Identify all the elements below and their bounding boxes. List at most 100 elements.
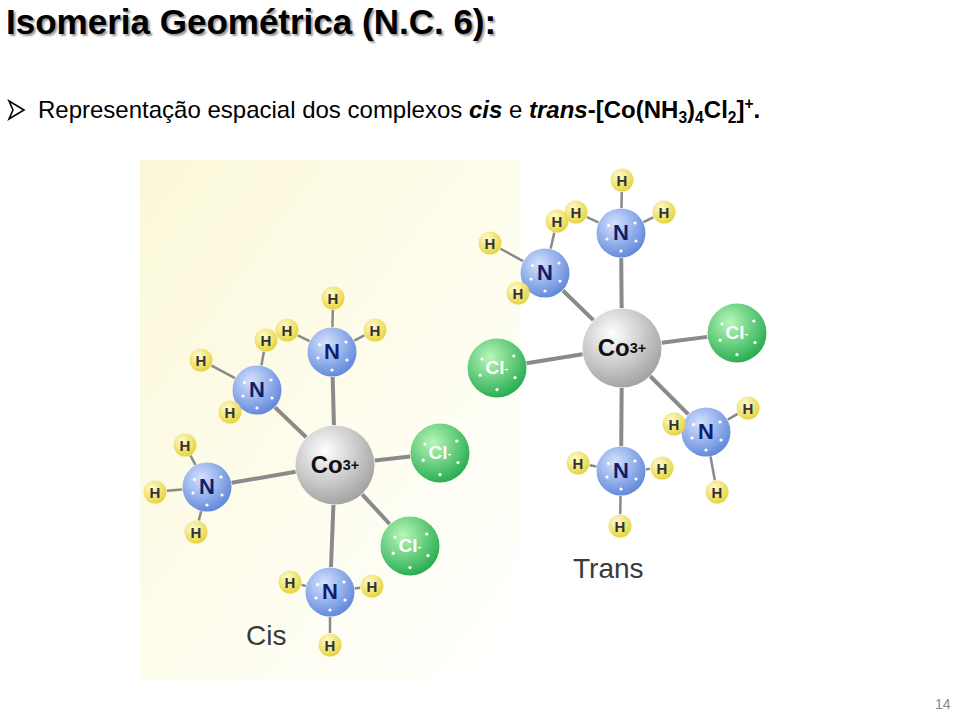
- chemical-bond: [662, 337, 708, 343]
- chemical-bond: [333, 377, 334, 425]
- atom-symbol: Co3+: [582, 308, 662, 388]
- chemical-bond: [167, 489, 182, 490]
- hydrogen-atom: H: [652, 200, 676, 224]
- chemical-bond: [354, 335, 364, 340]
- chemical-bond: [643, 217, 653, 222]
- chemical-bond: [331, 310, 334, 327]
- hydrogen-atom: H: [608, 514, 632, 538]
- atom-symbol: H: [218, 400, 242, 424]
- atom-symbol: H: [566, 451, 590, 475]
- atom-symbol: N: [596, 446, 646, 496]
- atom-symbol: N: [307, 327, 357, 377]
- atom-symbol: Cl-: [707, 303, 767, 363]
- atom-symbol: N: [596, 208, 646, 258]
- atom-symbol: H: [652, 200, 676, 224]
- atom-symbol: H: [275, 318, 299, 342]
- atom-symbol: N: [182, 462, 232, 512]
- hydrogen-atom: H: [173, 433, 197, 457]
- atom-symbol: H: [360, 574, 384, 598]
- hydrogen-atom: H: [218, 400, 242, 424]
- chemical-bond: [563, 290, 593, 320]
- chloride-atom: Cl-: [410, 423, 470, 483]
- hydrogen-atom: H: [650, 456, 674, 480]
- atom-symbol: H: [736, 396, 760, 420]
- hydrogen-atom: H: [318, 633, 342, 657]
- chemical-bond: [362, 494, 389, 524]
- hydrogen-atom: H: [545, 209, 569, 233]
- chloride-atom: Cl-: [467, 338, 527, 398]
- atom-symbol: H: [545, 209, 569, 233]
- chemical-bond: [650, 376, 688, 414]
- atom-symbol: H: [143, 480, 167, 504]
- chemical-bond: [590, 465, 597, 466]
- chemical-bond: [620, 192, 623, 208]
- chemical-bond: [551, 233, 555, 249]
- hydrogen-atom: H: [662, 412, 686, 436]
- hydrogen-atom: H: [736, 396, 760, 420]
- atom-symbol: Cl-: [380, 516, 440, 576]
- isomer-label: Cis: [246, 620, 286, 652]
- atom-symbol: H: [278, 570, 302, 594]
- hydrogen-atom: H: [278, 570, 302, 594]
- chemical-bond: [501, 249, 524, 261]
- chemical-bond: [527, 354, 583, 363]
- atom-symbol: H: [321, 286, 345, 310]
- chemical-bond: [191, 456, 196, 465]
- atom-symbol: Cl-: [410, 423, 470, 483]
- chemical-bond: [275, 407, 306, 437]
- chemical-bond: [728, 414, 738, 420]
- chemical-bond: [646, 468, 650, 471]
- hydrogen-atom: H: [189, 348, 213, 372]
- chloride-atom: Cl-: [380, 516, 440, 576]
- chloride-atom: Cl-: [707, 303, 767, 363]
- atom-symbol: H: [478, 231, 502, 255]
- atom-symbol: H: [705, 480, 729, 504]
- hydrogen-atom: H: [254, 328, 278, 352]
- hydrogen-atom: H: [566, 451, 590, 475]
- atom-symbol: H: [662, 412, 686, 436]
- hydrogen-atom: H: [610, 168, 634, 192]
- chemical-bond: [355, 586, 360, 589]
- chemical-bond: [331, 505, 333, 567]
- atom-symbol: H: [173, 433, 197, 457]
- chemical-bond: [619, 496, 622, 514]
- atom-symbol: H: [650, 456, 674, 480]
- atom-symbol: Cl-: [467, 338, 527, 398]
- hydrogen-atom: H: [360, 574, 384, 598]
- atom-symbol: N: [681, 407, 731, 457]
- atom-symbol: H: [254, 328, 278, 352]
- nitrogen-atom: N: [307, 327, 357, 377]
- nitrogen-atom: N: [596, 208, 646, 258]
- hydrogen-atom: H: [478, 231, 502, 255]
- atom-symbol: H: [318, 633, 342, 657]
- hydrogen-atom: H: [705, 480, 729, 504]
- chemical-bond: [375, 456, 410, 460]
- atom-symbol: N: [305, 567, 355, 617]
- chemical-bond: [619, 388, 623, 446]
- chemical-bond: [619, 258, 623, 308]
- bullet-text: Representação espacial dos complexos cis…: [38, 96, 760, 124]
- atom-symbol: H: [189, 348, 213, 372]
- image-ground: [140, 160, 520, 680]
- chemical-bond: [261, 352, 263, 366]
- hydrogen-atom: H: [143, 480, 167, 504]
- chemical-bond: [199, 511, 201, 520]
- atom-symbol: H: [184, 520, 208, 544]
- hydrogen-atom: H: [506, 281, 530, 305]
- bullet-arrow: [9, 101, 24, 119]
- chemical-bond: [298, 335, 310, 341]
- atom-symbol: H: [608, 514, 632, 538]
- atom-symbol: H: [506, 281, 530, 305]
- chemical-bond: [302, 585, 306, 586]
- hydrogen-atom: H: [275, 318, 299, 342]
- chemical-bond: [212, 366, 235, 379]
- chemical-bond: [329, 617, 332, 633]
- chemical-bond: [587, 217, 598, 222]
- slide-title: Isomeria Geométrica (N.C. 6):: [6, 2, 496, 42]
- nitrogen-atom: N: [596, 446, 646, 496]
- cobalt-atom: Co3+: [582, 308, 662, 388]
- atom-symbol: H: [610, 168, 634, 192]
- nitrogen-atom: N: [305, 567, 355, 617]
- isomer-label: Trans: [573, 553, 644, 585]
